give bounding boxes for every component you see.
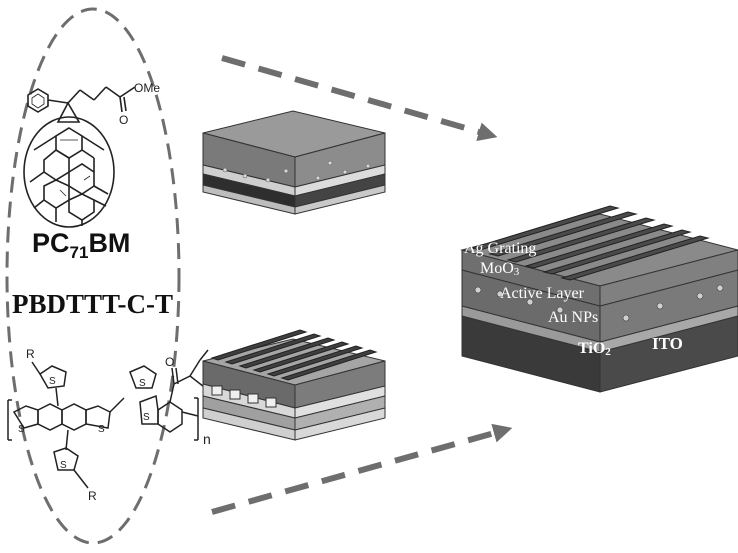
dashed-arrow-bottom — [211, 423, 513, 515]
planar-device-block — [202, 110, 386, 215]
donor-sulfur-2: S — [18, 424, 25, 435]
planar-device-nanoparticles — [222, 160, 371, 183]
pbdttt-name: PBDTTT-C-T — [12, 289, 173, 319]
grating-device-teeth — [211, 385, 277, 408]
donor-sulfur-6: S — [143, 412, 150, 423]
pc71bm-prefix: PC — [32, 228, 70, 258]
full-device-block — [460, 213, 738, 393]
label-au-nps: Au NPs — [548, 309, 598, 326]
donor-sulfur-5: S — [139, 378, 146, 389]
donor-r-group-top: R — [26, 347, 35, 361]
label-active-layer: Active Layer — [500, 285, 585, 302]
grating-device-ridges — [210, 329, 378, 381]
dashed-arrow-top — [221, 55, 498, 142]
pc71bm-suffix: BM — [88, 228, 130, 258]
pc71bm-structure — [23, 86, 136, 228]
ester-methoxy-label: OMe — [134, 81, 160, 95]
label-moo3: MoO3 — [480, 260, 520, 278]
donor-carbonyl-label: O — [165, 355, 174, 369]
label-moo3-sub: 3 — [514, 266, 520, 278]
molecule-dashed-ellipse — [5, 7, 181, 545]
donor-sulfur-4: S — [60, 460, 67, 471]
donor-sulfur-1: S — [49, 376, 56, 387]
pc71bm-name: PC71BM — [32, 228, 130, 262]
label-tio2-base: TiO — [578, 340, 605, 357]
donor-sulfur-3: S — [98, 424, 105, 435]
polymer-repeat-label: n — [203, 431, 211, 447]
ester-carbonyl-label: O — [119, 113, 128, 127]
pbdttt-structure — [7, 349, 245, 489]
label-moo3-base: MoO — [480, 260, 514, 277]
label-ag-grating: Ag Grating — [464, 240, 536, 257]
donor-r-group-bottom: R — [88, 489, 97, 503]
label-tio2-sub: 2 — [605, 346, 611, 358]
full-device-nanoparticles — [474, 284, 724, 322]
label-ito: ITO — [652, 334, 683, 353]
grating-device-block — [202, 338, 386, 441]
pc71bm-subscript: 71 — [70, 243, 89, 262]
label-tio2: TiO2 — [578, 340, 611, 358]
full-device-grating-bars — [470, 205, 710, 281]
